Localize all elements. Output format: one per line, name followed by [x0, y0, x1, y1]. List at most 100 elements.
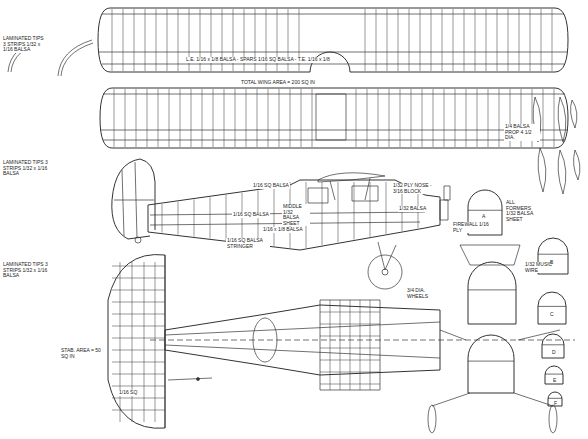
part-note: 1/16 SQ BALSA: [232, 212, 270, 218]
lower-wing: [100, 88, 568, 148]
wing-rib: [145, 9, 146, 71]
wing-rib: [312, 89, 313, 147]
wing-rib: [123, 9, 124, 71]
upper-wing: [98, 8, 568, 72]
part-note: FIREWALL 1/16 PLY: [452, 222, 490, 233]
fuselage-plan: [165, 322, 440, 335]
fuselage-upright: [226, 195, 227, 240]
former-note: ALL FORMERS 1/32 BALSA SHEET: [505, 200, 541, 222]
wing-rib: [235, 89, 236, 147]
center-grid: [360, 300, 361, 390]
wing-rib: [464, 9, 465, 71]
wing-rib: [136, 89, 137, 147]
part-note: 1/16 SQ BALSA STRINGER: [226, 238, 270, 249]
fuselage-side: [330, 181, 335, 200]
wing-rib: [453, 9, 454, 71]
stab-spar: [120, 262, 121, 422]
wing-rib: [420, 9, 421, 71]
wing-rib: [178, 9, 179, 71]
front-view-gear: [432, 393, 470, 406]
wing-rib: [356, 89, 357, 147]
fuselage-upright: [210, 197, 211, 238]
fuselage-upright: [354, 182, 355, 239]
note-label: LAMINATED TIPS 3 STRIPS 1/32 x 1/16 BALS…: [2, 36, 48, 53]
wing-rib: [114, 89, 115, 147]
wing-rib: [290, 89, 291, 147]
center-grid: [370, 300, 371, 390]
wing-rib: [431, 9, 432, 71]
wing-rib: [433, 89, 434, 147]
wing-rib: [246, 89, 247, 147]
fuselage-plan: [197, 378, 200, 381]
wing-rib: [387, 9, 388, 71]
fuselage-side: [318, 173, 385, 182]
fuselage-upright: [386, 182, 387, 234]
wing-note: L.E. 1/16 x 1/8 BALSA - SPARS 1/16 SQ BA…: [185, 57, 331, 63]
wing-rib: [519, 9, 520, 71]
propellers: [571, 100, 577, 128]
wing-rib: [442, 9, 443, 71]
wing-rib: [389, 89, 390, 147]
wing-rib: [400, 89, 401, 147]
ribs: [112, 9, 554, 422]
wing-rib: [378, 89, 379, 147]
tip-laminations: [61, 43, 93, 76]
wing-rib: [213, 89, 214, 147]
wing-rib: [552, 9, 553, 71]
part-note: 1/16 SQ BALSA: [252, 183, 290, 189]
fuselage-plan: [150, 340, 575, 341]
former-outline: [548, 392, 562, 406]
wing-rib: [376, 9, 377, 71]
stab-area-note: STAB. AREA = 50 SQ IN: [60, 348, 104, 359]
wing-rib: [257, 89, 258, 147]
center-grid: [350, 300, 351, 390]
former-crosspiece: [538, 306, 566, 307]
wing-rib: [147, 89, 148, 147]
fuselage-upright: [194, 200, 195, 237]
front-view-gear: [428, 245, 560, 433]
former-outline: [538, 292, 566, 324]
former-crosspiece: [538, 254, 568, 255]
fuselage-side: [135, 237, 141, 243]
propellers: [558, 97, 566, 142]
former-letter: C: [549, 312, 555, 318]
wing-rib: [279, 89, 280, 147]
fuselage-side: [382, 269, 388, 275]
stab-spar: [132, 262, 133, 422]
wing-rib: [499, 89, 500, 147]
fuselage-upright: [370, 182, 371, 237]
fuselage-side: [122, 170, 124, 236]
fuselage-plan: [108, 255, 575, 429]
wheel-note: 3/4 DIA. WHEELS: [406, 288, 444, 299]
wing-rib: [268, 89, 269, 147]
wing-rib: [365, 9, 366, 71]
wing-rib: [301, 89, 302, 147]
wing-rib: [112, 9, 113, 71]
upper-wing: [102, 14, 564, 15]
fuselage-side: [352, 186, 378, 201]
wing-rib: [180, 89, 181, 147]
wing-rib: [466, 89, 467, 147]
fuselage-upright: [274, 188, 275, 246]
stab-spar: [155, 262, 156, 422]
wing-rib: [191, 89, 192, 147]
center-grid: [320, 348, 380, 349]
propellers: [574, 150, 580, 180]
fuselage-plan: [253, 318, 277, 362]
part-note: 1/32 BALSA: [398, 206, 427, 212]
center-grid: [320, 360, 380, 361]
former-outline: [545, 366, 563, 384]
front-view-gear: [460, 245, 520, 265]
fuselage-upright: [322, 182, 323, 245]
front-view-gear: [514, 393, 553, 406]
fuselage-upright: [338, 182, 339, 242]
prop-note: 1/4 BALSA PROP 4 1/2 DIA.: [504, 124, 540, 141]
fuselage-side: [368, 255, 402, 289]
front-view-gear: [518, 330, 560, 340]
center-grid: [320, 312, 380, 313]
propellers: [538, 148, 546, 192]
wing-rib: [367, 89, 368, 147]
part-note: 1/32 PLY NOSE - 3/16 BLOCK: [392, 183, 438, 194]
fuselage-plan: [108, 255, 165, 429]
fuselage-side: [308, 188, 328, 203]
